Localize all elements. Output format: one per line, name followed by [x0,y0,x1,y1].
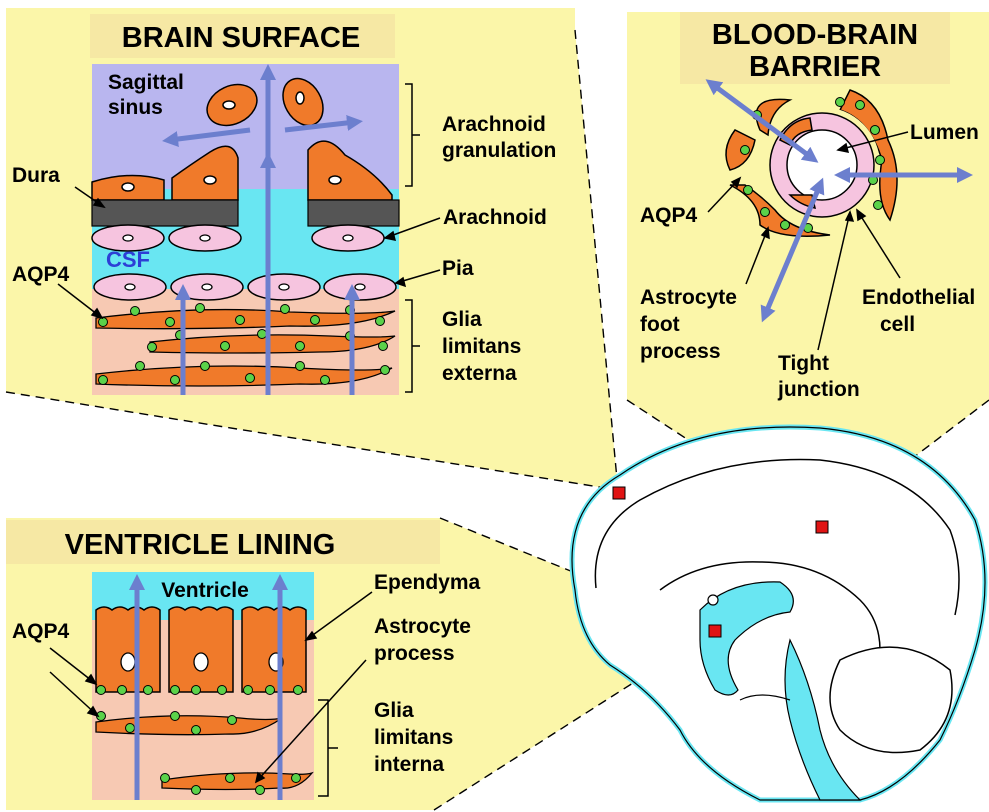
endothelial-label-2: cell [880,313,915,336]
ependyma-label: Ependyma [374,571,481,594]
arachnoid-granulation-label: Arachnoid [442,113,546,136]
bbb-title-2: BARRIER [749,51,881,83]
csf-label: CSF [106,247,150,272]
aqp4-label-surface: AQP4 [12,263,70,286]
sagittal-sinus-label: Sagittal [108,71,184,94]
cerebellum [830,647,952,752]
glia-externa-label-3: externa [442,362,517,385]
marker-bbb [816,521,828,533]
astrocyte-process-label: Astrocyte [374,615,471,638]
marker-brain-surface [613,487,625,499]
sagittal-sinus-label-2: sinus [108,96,163,119]
lumen-label: Lumen [910,121,979,144]
glia-interna-label-3: interna [374,753,444,776]
glia-interna-label-2: limitans [374,726,453,749]
ventricle-title: VENTRICLE LINING [65,529,336,561]
dura-layer [92,200,238,226]
tight-junction-label-2: junction [777,378,860,401]
dura-label: Dura [12,164,60,187]
aqp4-label-bbb: AQP4 [640,204,698,227]
aqp4-label-ventricle: AQP4 [12,620,70,643]
endothelial-label: Endothelial [862,286,975,309]
arachnoid-granulation-label-2: granulation [442,139,556,162]
glia-externa-label: Glia [442,308,482,331]
dura-layer-right [308,200,399,226]
brain-surface-panel: BRAIN SURFACE [6,8,618,490]
glia-externa-label-2: limitans [442,335,521,358]
astrocyte-foot-label-3: process [640,340,721,363]
brain-surface-title: BRAIN SURFACE [122,22,360,54]
glia-interna-label: Glia [374,699,414,722]
bbb-title: BLOOD-BRAIN [712,19,918,51]
astrocyte-foot-label-2: foot [640,313,680,336]
astrocyte-process-label-2: process [374,642,455,665]
brain-outline [572,427,985,800]
pia-label: Pia [442,257,474,280]
arachnoid-label: Arachnoid [443,206,547,229]
ependymal-cells [96,607,306,692]
tight-junction-label: Tight [778,352,829,375]
astrocyte-foot-label: Astrocyte [640,286,737,309]
ventricle-label: Ventricle [161,579,249,602]
marker-ventricle [709,625,721,637]
